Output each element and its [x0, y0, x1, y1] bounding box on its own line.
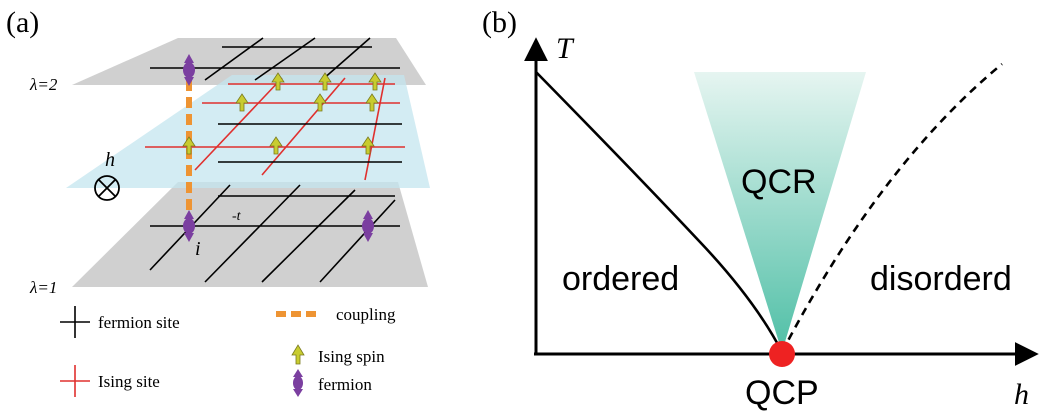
lambda2-label: λ=2	[29, 75, 58, 94]
legend-ising-spin: Ising spin	[318, 347, 385, 366]
ising-spins	[182, 72, 382, 155]
fermion-bottom-right	[362, 210, 374, 242]
ising-spin	[368, 72, 382, 91]
bottom-fermion-grid	[149, 184, 400, 283]
ising-spin	[269, 136, 283, 155]
otimes-icon	[94, 175, 120, 201]
ising-spin	[235, 93, 249, 112]
middle-fermion-lines	[218, 123, 402, 163]
bottom-plane	[72, 182, 428, 287]
fermion-symbol	[293, 369, 303, 397]
ising-spin	[361, 136, 375, 155]
legend-fermion: fermion	[318, 375, 372, 394]
qcr-label: QCR	[741, 163, 817, 201]
ordered-label: ordered	[562, 260, 679, 298]
field-h-label: h	[105, 149, 115, 171]
ising-spin	[182, 136, 196, 155]
qcr-region	[694, 72, 866, 352]
legend-ising-site: Ising site	[98, 372, 160, 391]
ising-spin	[313, 93, 327, 112]
site-i-label: i	[195, 238, 201, 260]
hopping-label: -t	[232, 209, 242, 224]
ising-plane	[66, 75, 430, 188]
legend: fermion site Ising site coupling Ising s…	[60, 305, 396, 397]
fermion-top	[183, 54, 195, 86]
ordered-boundary	[535, 71, 784, 353]
disordered-label: disorderd	[870, 260, 1012, 298]
legend-coupling: coupling	[336, 305, 396, 324]
ising-spin	[365, 93, 379, 112]
ising-spin	[271, 72, 285, 91]
panel-b-label: (b)	[482, 6, 517, 39]
axis-y-label: T	[556, 32, 575, 65]
axis-x-label: h	[1014, 378, 1029, 411]
panel-a-label: (a)	[6, 6, 39, 39]
panel-b: (b) T h QCR ordered disorderd QCP	[482, 6, 1039, 412]
ising-spin-symbol	[291, 344, 305, 365]
fermions	[183, 54, 374, 242]
lambda1-label: λ=1	[29, 278, 57, 297]
qcp-point	[769, 341, 795, 367]
ising-site-symbol	[60, 365, 90, 397]
fermion-site-symbol	[60, 306, 90, 338]
top-plane	[72, 38, 426, 85]
qcp-label: QCP	[745, 374, 819, 412]
legend-fermion-site: fermion site	[98, 313, 180, 332]
ising-spin	[318, 72, 332, 91]
fermion-bottom-i	[183, 210, 195, 242]
panel-a: (a)	[6, 6, 430, 397]
